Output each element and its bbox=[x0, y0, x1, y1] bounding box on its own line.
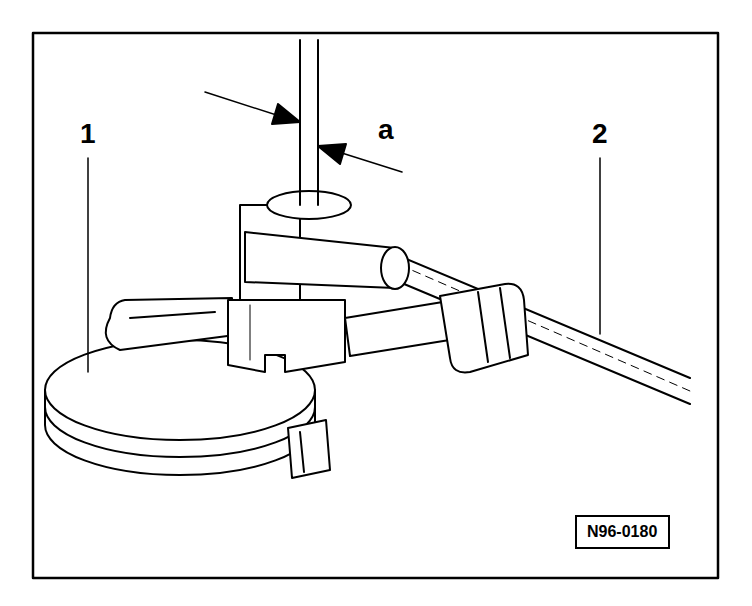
body-edge bbox=[250, 305, 251, 360]
arrowhead bbox=[272, 104, 300, 124]
pipe-holder-rib bbox=[478, 292, 488, 362]
leader-line bbox=[87, 158, 89, 372]
leader-line bbox=[599, 158, 601, 334]
disc-clip bbox=[288, 420, 330, 478]
frame bbox=[33, 33, 718, 578]
rod bbox=[317, 40, 319, 205]
elbow-arm bbox=[245, 232, 395, 288]
pipe-holder bbox=[440, 284, 528, 373]
disc-clip-edge bbox=[300, 432, 304, 472]
figure-code: N96-0180 bbox=[587, 522, 658, 541]
figure-code-box: N96-0180 bbox=[575, 515, 670, 549]
rod-flange bbox=[267, 191, 351, 219]
base-disc bbox=[45, 340, 315, 475]
arrowhead bbox=[318, 144, 346, 164]
dimension-label: a bbox=[378, 116, 394, 144]
left-arm-slot bbox=[130, 312, 215, 318]
clip-body bbox=[228, 300, 345, 372]
pipe-holder-rib bbox=[500, 288, 510, 358]
left-arm bbox=[106, 298, 235, 350]
callout-number: 2 bbox=[592, 120, 608, 148]
callout-number: 1 bbox=[80, 120, 96, 148]
elbow-end bbox=[381, 247, 409, 289]
